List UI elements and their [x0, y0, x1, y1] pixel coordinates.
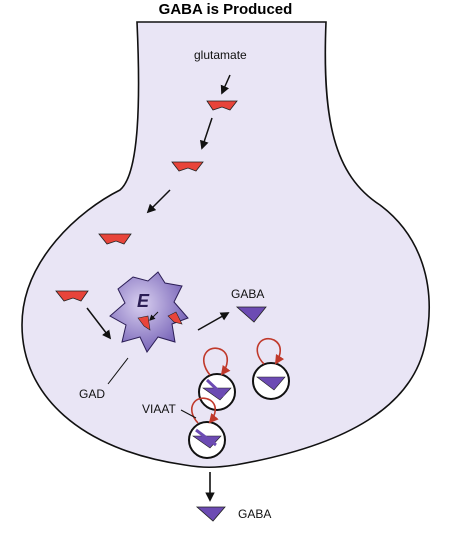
vesicle-icon — [188, 421, 226, 459]
pathway-arrow — [146, 189, 171, 214]
diagram-title: GABA is Produced — [158, 1, 293, 18]
transport-cycle-icon — [191, 397, 219, 424]
glutamate-molecule-icon — [98, 233, 132, 245]
gaba-molecule-icon — [195, 506, 226, 522]
vesicle-icon — [198, 373, 236, 411]
pathway-arrow — [197, 312, 230, 331]
transport-cycle-icon — [203, 347, 231, 376]
glutamate-molecule-icon — [55, 290, 89, 302]
viaat-leader-line — [180, 409, 197, 419]
transport-cycle-icon — [256, 337, 285, 365]
gad-label: GAD — [79, 387, 106, 401]
glutamate-molecule-icon — [206, 100, 238, 111]
glutamate-molecule-icon — [171, 161, 204, 172]
presynaptic-terminal — [21, 21, 430, 469]
gaba-released-label: GABA — [238, 507, 272, 521]
glutamate-label: glutamate — [194, 48, 247, 62]
pathway-arrow — [86, 307, 112, 340]
gad-enzyme-icon — [109, 271, 189, 353]
pathway-arrow — [220, 74, 231, 95]
enzyme-letter: E — [137, 291, 150, 311]
gad-leader-line — [107, 357, 129, 385]
vesicle-icon — [252, 362, 290, 400]
gaba-molecule-icon — [235, 306, 267, 323]
gaba-product-label: GABA — [231, 287, 265, 301]
pathway-arrow — [200, 117, 213, 150]
viaat-label: VIAAT — [142, 402, 176, 416]
